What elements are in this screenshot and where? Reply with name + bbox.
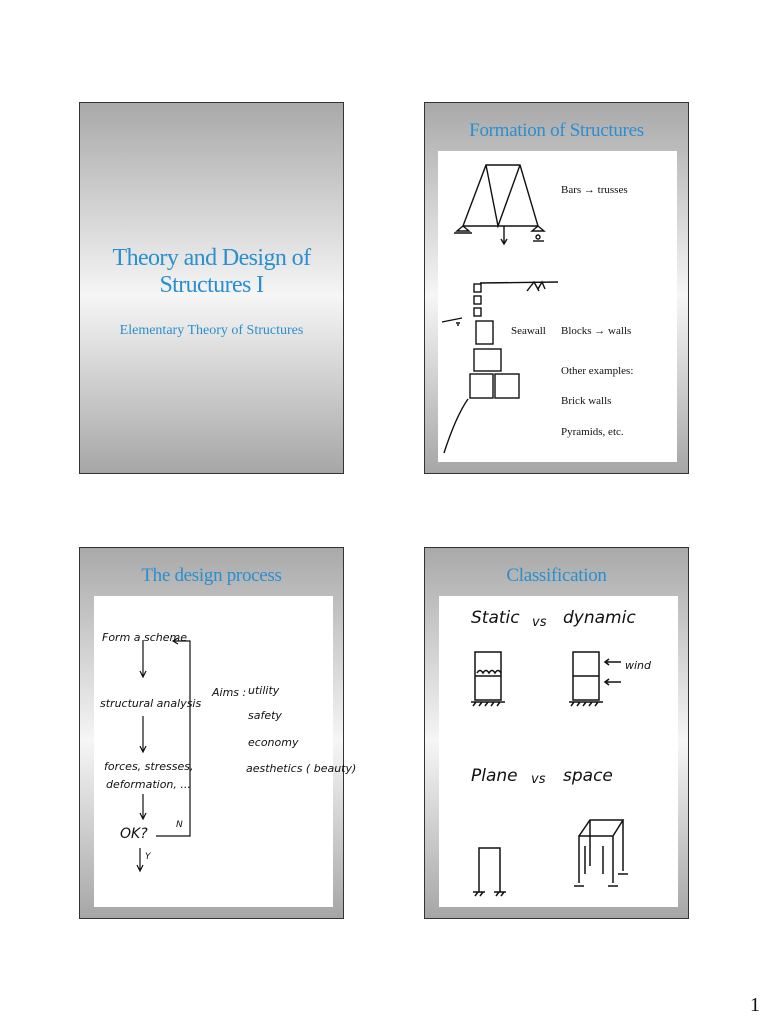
no-branch-label: N xyxy=(176,820,183,830)
page-number: 1 xyxy=(750,994,760,1016)
slide-4: Classification Static vs dynamic wind Pl… xyxy=(424,547,689,919)
aim-item: economy xyxy=(248,736,299,749)
yes-branch-label: Y xyxy=(145,852,151,862)
design-process-flow-arrows xyxy=(136,637,191,873)
other-examples-label: Other examples: xyxy=(561,365,634,377)
slide-2: Formation of Structures Bars → truss xyxy=(424,102,689,474)
pyramids-label: Pyramids, etc. xyxy=(561,426,624,438)
seawall-label: Seawall xyxy=(511,325,546,337)
plane-label: Plane xyxy=(471,766,518,786)
step-structural-analysis: structural analysis xyxy=(100,697,202,710)
truss-and-seawall-sketch xyxy=(441,164,559,454)
aim-item: aesthetics ( beauty) xyxy=(246,762,357,775)
aim-item: safety xyxy=(248,709,282,722)
vs-label: vs xyxy=(531,772,546,787)
step-ok-check: OK? xyxy=(120,826,148,842)
slide-4-title: Classification xyxy=(506,565,607,586)
slide-1-title: Theory and Design of Structures I xyxy=(112,245,312,298)
step-form-scheme: Form a scheme xyxy=(102,631,188,644)
brick-walls-label: Brick walls xyxy=(561,395,612,407)
step-forces-stresses: forces, stresses, xyxy=(104,760,194,773)
slide-2-title: Formation of Structures xyxy=(469,120,644,141)
wind-label: wind xyxy=(625,659,652,672)
slide-1: Theory and Design of Structures I Elemen… xyxy=(79,102,344,474)
blocks-walls-label: Blocks → walls xyxy=(561,325,632,337)
aims-label: Aims : xyxy=(212,686,247,699)
slide-1-subtitle: Elementary Theory of Structures xyxy=(119,323,304,338)
slide-3-title: The design process xyxy=(141,565,282,586)
slide-3-panel: Form a scheme structural analysis forces… xyxy=(94,596,356,907)
space-label: space xyxy=(563,766,613,786)
aim-item: utility xyxy=(248,684,280,697)
dynamic-label: dynamic xyxy=(563,608,636,628)
slide-4-panel: Static vs dynamic wind Plane vs space xyxy=(439,596,678,907)
static-label: Static xyxy=(471,608,520,628)
classification-frame-sketches xyxy=(471,651,628,897)
bars-trusses-label: Bars → trusses xyxy=(561,184,628,196)
step-deformation: deformation, ... xyxy=(106,778,191,791)
slide-2-panel: Bars → trusses Seawall Blocks → walls Ot… xyxy=(438,151,677,462)
slide-3: The design process Form a scheme structu… xyxy=(79,547,356,919)
vs-label: vs xyxy=(532,615,547,630)
